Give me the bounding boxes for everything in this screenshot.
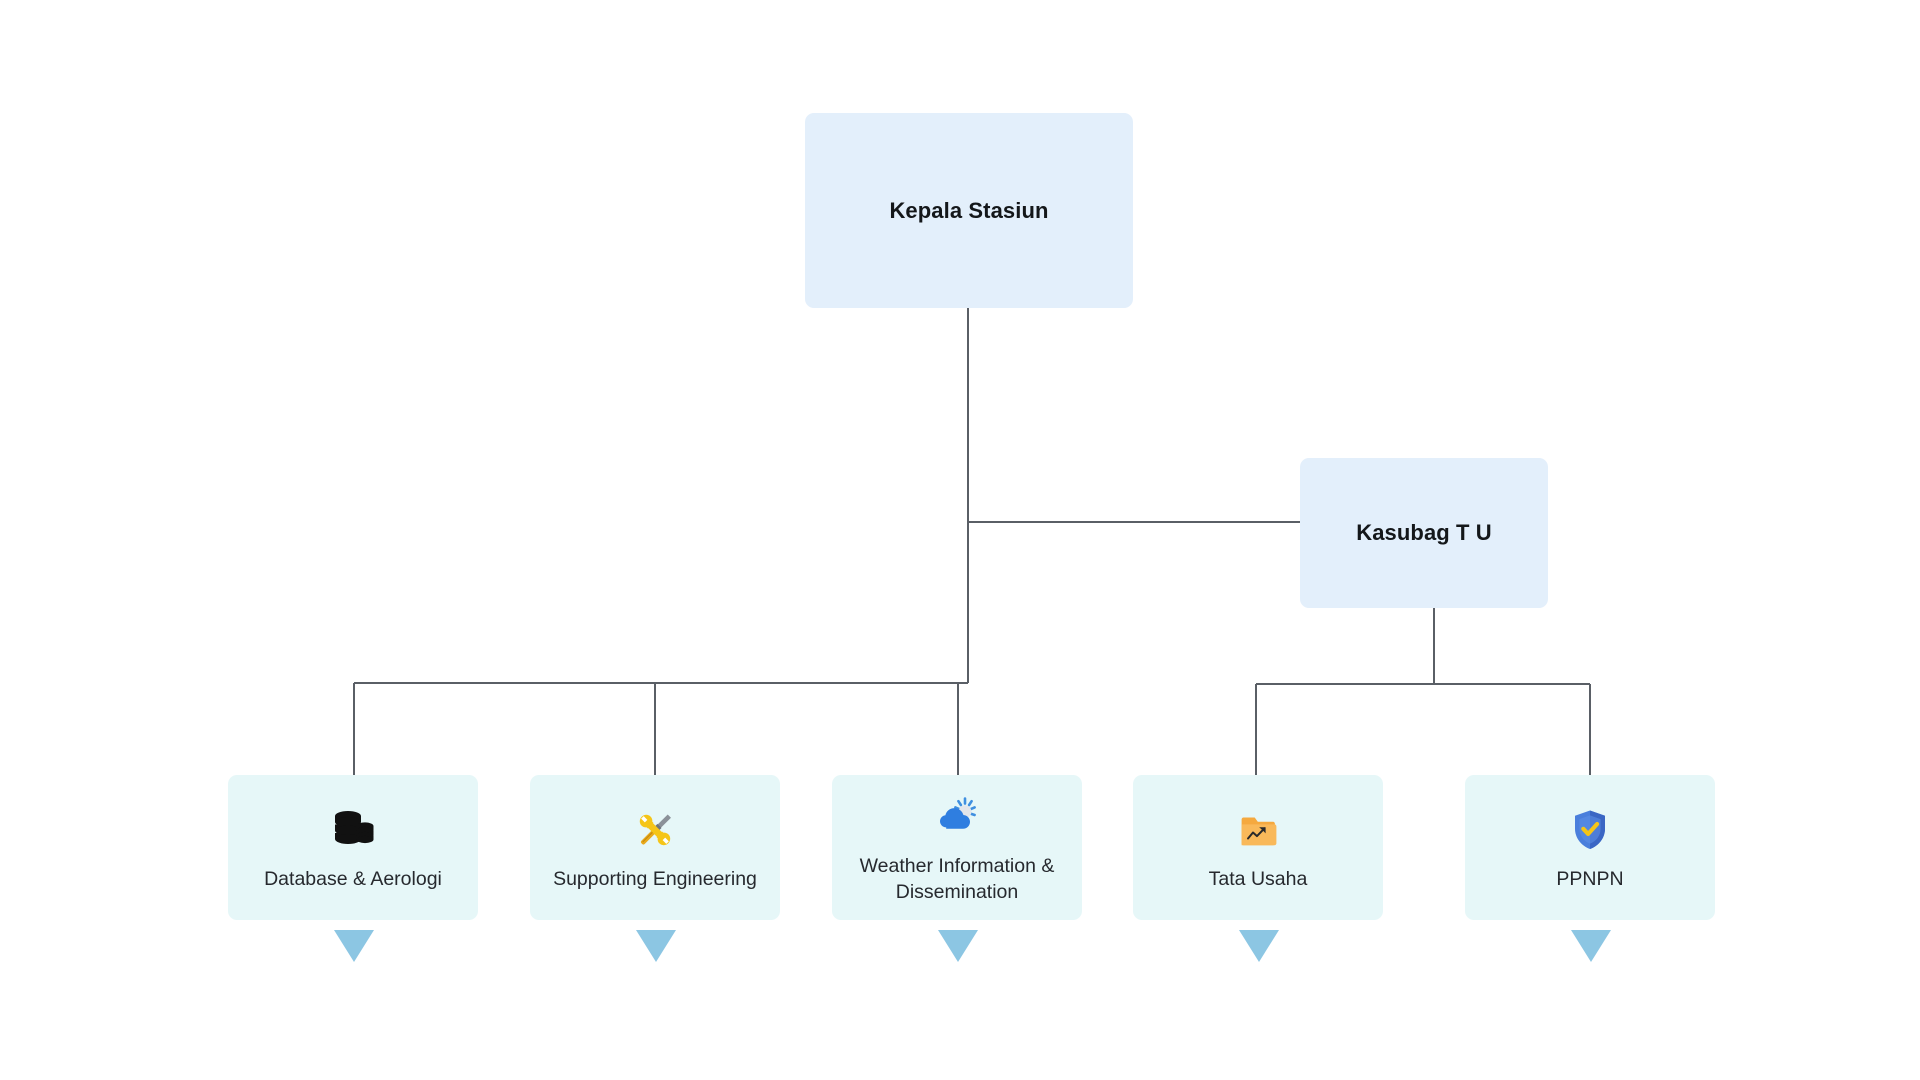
expander-database-aerologi[interactable]	[334, 930, 374, 962]
expander-tata-usaha[interactable]	[1239, 930, 1279, 962]
node-kasubag-tu[interactable]: Kasubag T U	[1300, 458, 1548, 608]
node-ppnpn[interactable]: PPNPN	[1465, 775, 1715, 920]
node-label: Supporting Engineering	[553, 867, 757, 890]
node-kepala-stasiun[interactable]: Kepala Stasiun	[805, 113, 1133, 308]
database-stack-icon	[330, 807, 376, 853]
node-label: Kepala Stasiun	[889, 197, 1049, 223]
node-label: Tata Usaha	[1208, 867, 1308, 890]
node-label: Database & Aerologi	[264, 867, 442, 890]
chart-increasing-folder-icon	[1235, 807, 1281, 853]
node-label: PPNPN	[1556, 867, 1624, 890]
expander-weather-information-dissemination[interactable]	[938, 930, 978, 962]
hammer-and-wrench-icon	[632, 807, 678, 853]
node-database-aerologi[interactable]: Database & Aerologi	[228, 775, 478, 920]
shield-check-icon	[1567, 807, 1613, 853]
node-weather-information-dissemination[interactable]: Weather Information & Dissemination	[832, 775, 1082, 920]
expander-supporting-engineering[interactable]	[636, 930, 676, 962]
node-supporting-engineering[interactable]: Supporting Engineering	[530, 775, 780, 920]
sun-behind-cloud-icon	[934, 794, 980, 840]
node-label: Weather Information & Dissemination	[859, 854, 1055, 903]
node-label: Kasubag T U	[1356, 520, 1492, 546]
node-tata-usaha[interactable]: Tata Usaha	[1133, 775, 1383, 920]
expander-ppnpn[interactable]	[1571, 930, 1611, 962]
